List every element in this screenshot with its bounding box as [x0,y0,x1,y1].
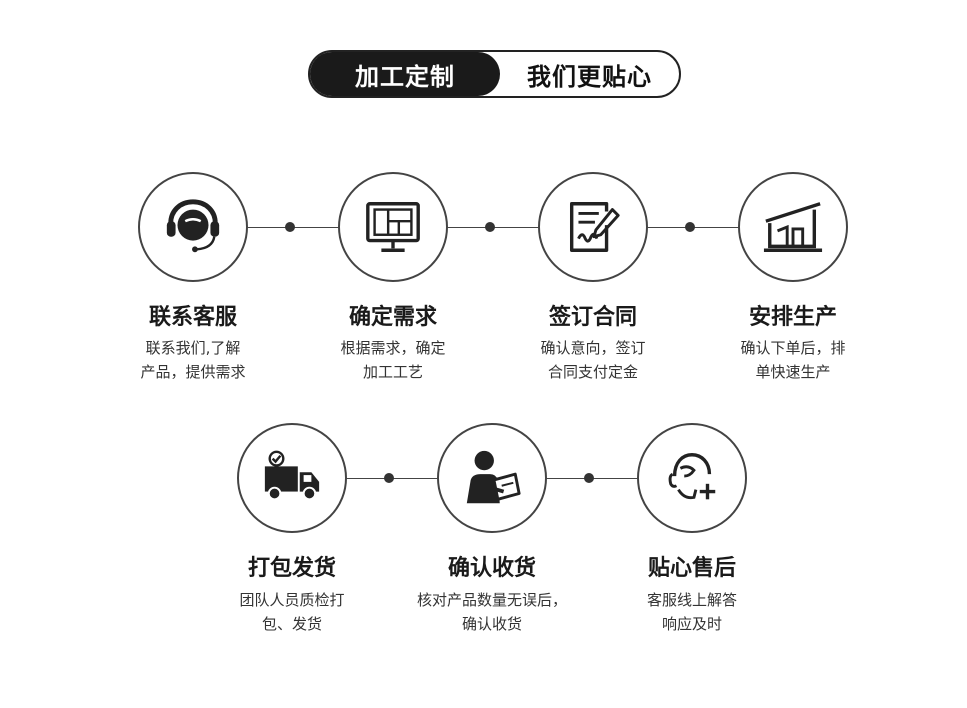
step-3-title: 签订合同 [548,305,637,330]
step-1-desc-line1: 联系我们,了解 [145,339,241,357]
step-2-desc-line2: 加工工艺 [362,363,423,381]
step-7-title: 贴心售后 [647,556,736,581]
step-4-circle [738,172,848,282]
monitor-blueprint-icon [366,202,420,252]
delivery-truck-icon [264,450,320,501]
step-6-circle [437,423,547,533]
step-2-title: 确定需求 [348,305,437,330]
step-4-desc-line1: 确认下单后，排 [740,339,846,357]
connector-dot [685,222,695,232]
step-7-desc-line2: 响应及时 [661,615,722,633]
step-5-circle [237,423,347,533]
connector-dot [384,473,394,483]
step-6-desc-line2: 确认收货 [461,615,522,633]
step-6-title: 确认收货 [447,556,536,581]
step-3-circle [538,172,648,282]
step-5-title: 打包发货 [247,556,336,581]
step-5-desc-line1: 团队人员质检打 [239,591,345,609]
step-1-desc-line2: 产品，提供需求 [140,363,246,381]
step-2-desc-line1: 根据需求，确定 [340,339,446,357]
step-4-desc-line2: 单快速生产 [755,363,831,381]
step-2-circle [338,172,448,282]
connector-dot [285,222,295,232]
step-3-desc-line1: 确认意向，签订 [540,339,646,357]
connector-dot [584,473,594,483]
step-4-title: 安排生产 [748,305,837,330]
factory-icon [763,202,823,252]
contract-sign-icon [569,202,620,252]
person-clipboard-icon [466,450,521,504]
step-7-circle [637,423,747,533]
section-header: 加工定制 我们更贴心 [308,50,681,98]
service-support-icon [668,453,716,500]
header-right-label: 我们更贴心 [527,62,652,91]
connector-dot [485,222,495,232]
step-7-desc-line1: 客服线上解答 [646,591,737,609]
step-1-title: 联系客服 [148,305,237,330]
header-left-label: 加工定制 [310,52,500,96]
step-5-desc-line2: 包、发货 [261,615,322,633]
step-3-desc-line2: 合同支付定金 [547,363,638,381]
step-1-circle [138,172,248,282]
step-6-desc-line1: 核对产品数量无误后， [416,591,567,609]
headset-icon [166,199,220,253]
